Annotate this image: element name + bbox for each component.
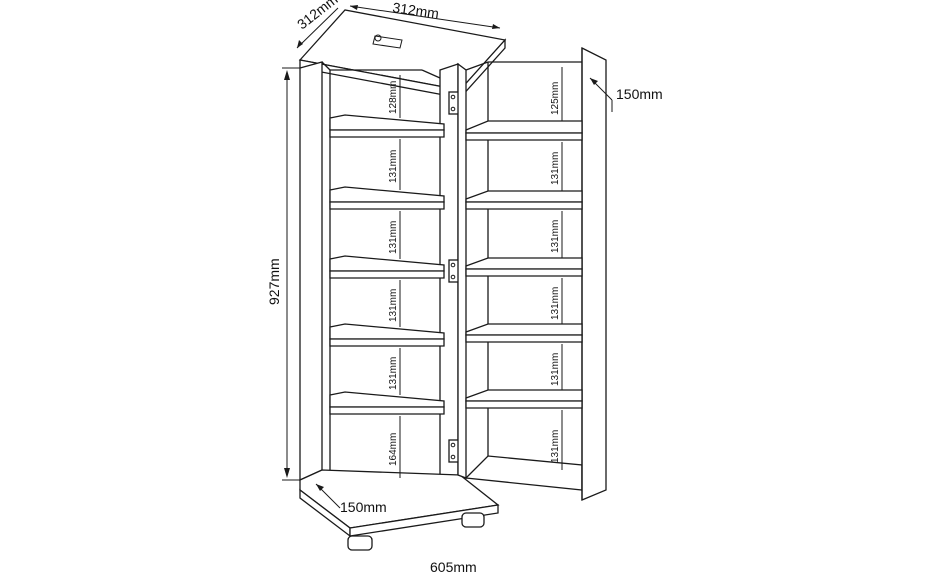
left-spacing-label: 131mm [388, 221, 399, 254]
left-shelf-1 [329, 114, 445, 138]
door-depth-label: 150mm [616, 86, 663, 102]
right-shelf-4 [465, 323, 583, 343]
left-shelves [329, 114, 445, 415]
right-spacing-label: 131mm [550, 353, 561, 386]
cable-cutout-icon [372, 34, 403, 49]
dimension-lines [282, 5, 613, 509]
left-spacing-label: 131mm [388, 289, 399, 322]
right-spacing-label: 131mm [550, 220, 561, 253]
base-depth-label: 150mm [340, 499, 387, 515]
left-shelf-4 [329, 323, 445, 347]
right-shelf-3 [465, 257, 583, 277]
open-width-label: 605mm [430, 559, 477, 575]
left-spacing-label: 131mm [388, 357, 399, 390]
left-shelf-2 [329, 186, 445, 210]
right-spacing-label: 131mm [550, 287, 561, 320]
left-spacing-label: 128mm [388, 81, 399, 114]
left-spacing-label: 164mm [388, 433, 399, 466]
top-width-label: 312mm [392, 0, 440, 21]
left-spacing-label: 131mm [388, 150, 399, 183]
top-panel [298, 9, 507, 100]
foot-left [347, 535, 373, 551]
right-shelves [465, 120, 583, 409]
left-shelf-5 [329, 391, 445, 415]
right-spacing-label: 125mm [550, 82, 561, 115]
foot-right [461, 512, 485, 528]
height-label: 927mm [266, 258, 282, 305]
base-panel [299, 469, 500, 551]
right-shelf-2 [465, 190, 583, 210]
right-spacing-label: 131mm [550, 430, 561, 463]
right-shelf-1 [465, 120, 583, 141]
left-shelf-3 [329, 255, 445, 279]
right-spacing-label: 131mm [550, 152, 561, 185]
right-shelf-5 [465, 389, 583, 409]
